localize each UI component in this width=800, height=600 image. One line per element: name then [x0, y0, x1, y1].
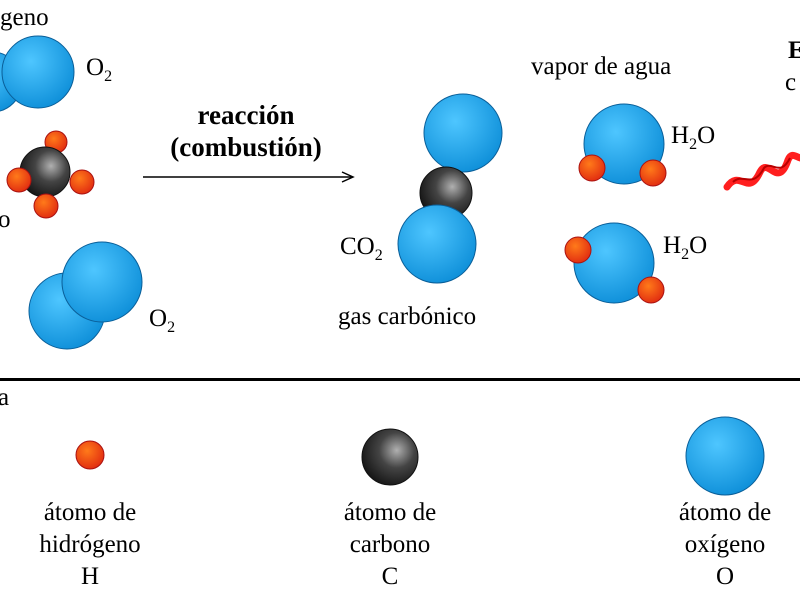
methane-label-partial: o [0, 206, 11, 233]
h2o-top-symbol: H [671, 122, 690, 149]
legend-carbon-line2: carbono [349, 531, 431, 558]
legend-oxygen-line2: oxígeno [684, 531, 766, 558]
legend-hydrogen-atom [75, 440, 105, 470]
water-molecule-top [578, 103, 667, 187]
h2o-bottom-tail: O [689, 232, 708, 259]
methane-molecule [6, 130, 95, 219]
o2-bottom-symbol: O [149, 305, 168, 332]
legend-carbon-atom [361, 428, 419, 486]
h2o-bottom-symbol: H [663, 232, 682, 259]
energy-label-partial-bottom: c [785, 69, 797, 96]
reaction-caption-line1: reacción [197, 100, 295, 130]
h2o-bottom-subscript: 2 [681, 246, 690, 263]
h2o-bottom-formula: H2O [663, 232, 708, 263]
carbon-dioxide-molecule [397, 93, 503, 284]
h2o-top-formula: H2O [671, 122, 716, 153]
co2-symbol: CO [340, 233, 375, 260]
h2o-top-tail: O [697, 122, 716, 149]
energy-label-partial-top: E [788, 37, 800, 64]
o2-bottom-formula: O2 [149, 305, 175, 336]
o2-top-subscript: 2 [104, 68, 113, 85]
legend-hydrogen: átomo de hidrógeno H [5, 497, 175, 593]
co2-name: gas carbónico [338, 303, 477, 330]
h2o-top-subscript: 2 [689, 136, 698, 153]
water-molecule-bottom [564, 222, 665, 304]
legend-carbon: átomo de carbono C [305, 497, 475, 593]
legend-oxygen: átomo de oxígeno O [640, 497, 800, 593]
oxygen-molecule-top [0, 35, 75, 112]
legend-hydrogen-line1: átomo de [43, 499, 137, 526]
co2-subscript: 2 [374, 247, 383, 264]
legend-label-partial: a [0, 384, 10, 411]
reaction-arrow [143, 171, 355, 183]
o2-top-formula: O2 [86, 54, 112, 85]
legend-oxygen-atom [685, 416, 765, 496]
oxygen-molecule-bottom [28, 241, 143, 350]
legend-hydrogen-symbol: H [80, 563, 100, 590]
o2-bottom-subscript: 2 [167, 319, 176, 336]
legend-carbon-line1: átomo de [343, 499, 437, 526]
reaction-caption-line2: (combustión) [170, 132, 322, 162]
o2-top-symbol: O [86, 54, 105, 81]
oxygen-label-partial: geno [0, 4, 49, 31]
legend-oxygen-symbol: O [715, 563, 735, 590]
co2-formula: CO2 [340, 233, 383, 264]
legend-oxygen-line1: átomo de [678, 499, 772, 526]
heat-flame-icon [723, 151, 800, 191]
legend-carbon-symbol: C [381, 563, 399, 590]
legend-hydrogen-line2: hidrógeno [39, 531, 141, 558]
reaction-caption: reacción (combustión) [146, 99, 346, 163]
water-vapor-title: vapor de agua [531, 53, 672, 80]
